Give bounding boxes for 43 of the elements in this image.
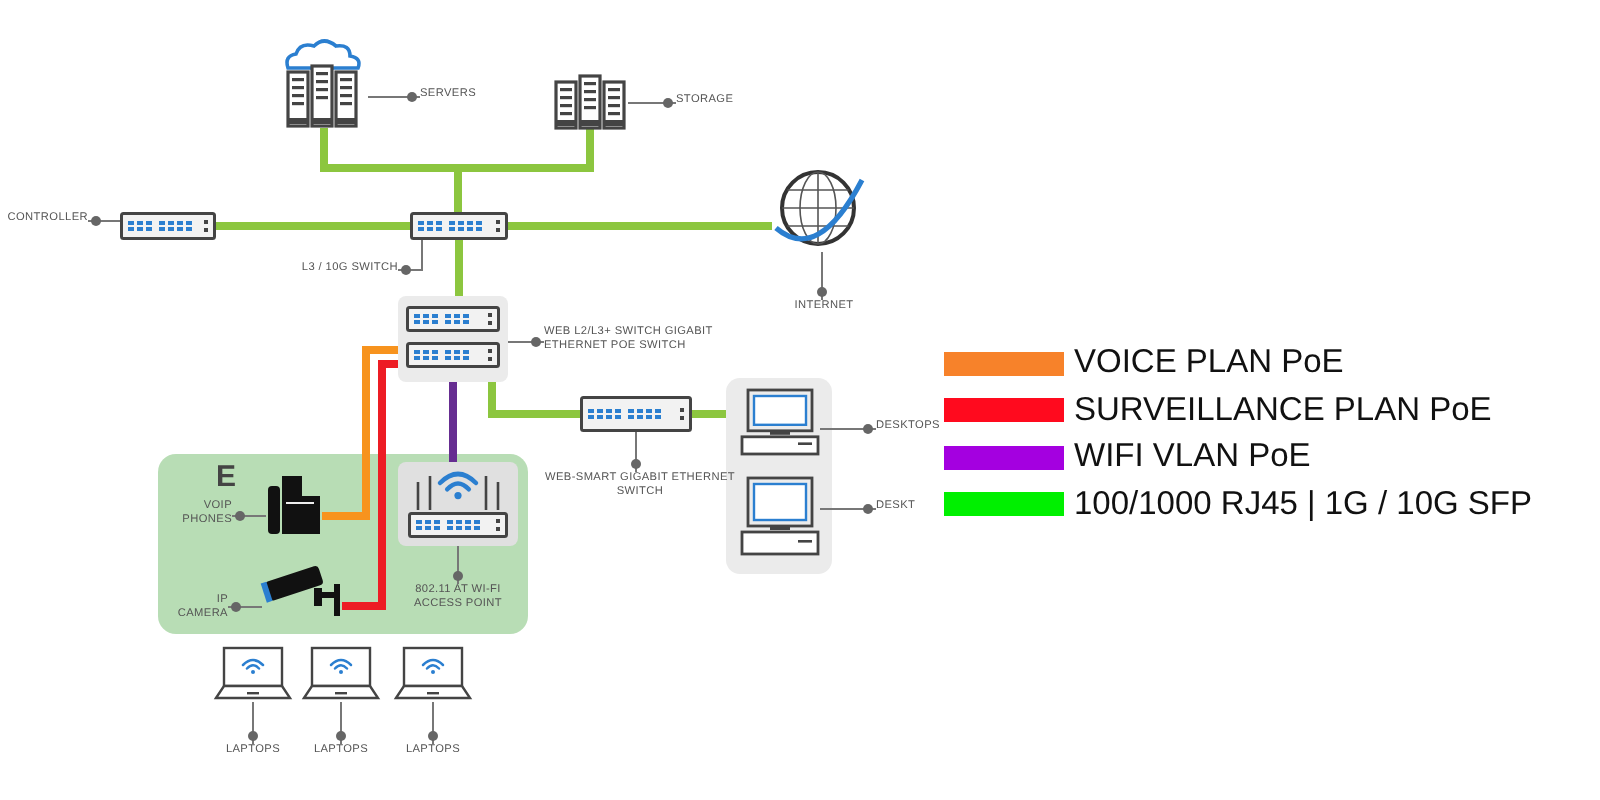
network-cable <box>342 360 398 610</box>
laptop-icon <box>214 646 292 702</box>
leader-line <box>428 701 438 745</box>
legend-label: 100/1000 RJ45 | 1G / 10G SFP <box>1074 485 1533 524</box>
wifi-router-icon <box>398 462 518 546</box>
network-cable <box>488 382 580 418</box>
leader-line <box>367 92 421 102</box>
legend-label: VOICE PLAN PoE <box>1074 344 1344 383</box>
server-rack-icon <box>552 76 628 128</box>
leader-line <box>627 98 677 108</box>
zone-area <box>158 454 528 634</box>
desktop-computer-icon <box>740 388 820 456</box>
legend-label: WIFI VLAN PoE <box>1074 438 1311 477</box>
leader-line <box>227 602 263 612</box>
laptop-icon <box>394 646 472 702</box>
leader-line <box>248 701 258 745</box>
globe-icon <box>772 164 864 252</box>
switch-stack-icon <box>398 296 508 382</box>
network-cable <box>508 222 772 230</box>
leader-line <box>819 424 877 434</box>
leader-line <box>336 701 346 745</box>
leader-line <box>453 545 463 585</box>
leader-line <box>631 431 641 473</box>
laptop-icon <box>302 646 380 702</box>
desk-phone-icon <box>266 474 322 536</box>
network-switch-icon <box>410 212 508 240</box>
leader-line <box>87 216 121 226</box>
leader-line <box>507 337 545 347</box>
leader-line <box>817 251 827 301</box>
network-switch-icon <box>580 396 692 432</box>
leader-line <box>819 504 877 514</box>
desktop-computer-icon <box>740 476 820 556</box>
leader-line <box>231 511 267 521</box>
leader-line <box>397 239 423 275</box>
network-switch-icon <box>120 212 216 240</box>
network-cable <box>322 346 398 520</box>
network-cable <box>216 222 410 230</box>
zone-letter: E <box>216 462 237 494</box>
security-camera-icon <box>262 564 342 620</box>
network-cable <box>455 240 463 296</box>
network-cable <box>692 410 726 418</box>
network-cable <box>449 382 457 462</box>
legend-label: SURVEILLANCE PLAN PoE <box>1074 391 1492 430</box>
